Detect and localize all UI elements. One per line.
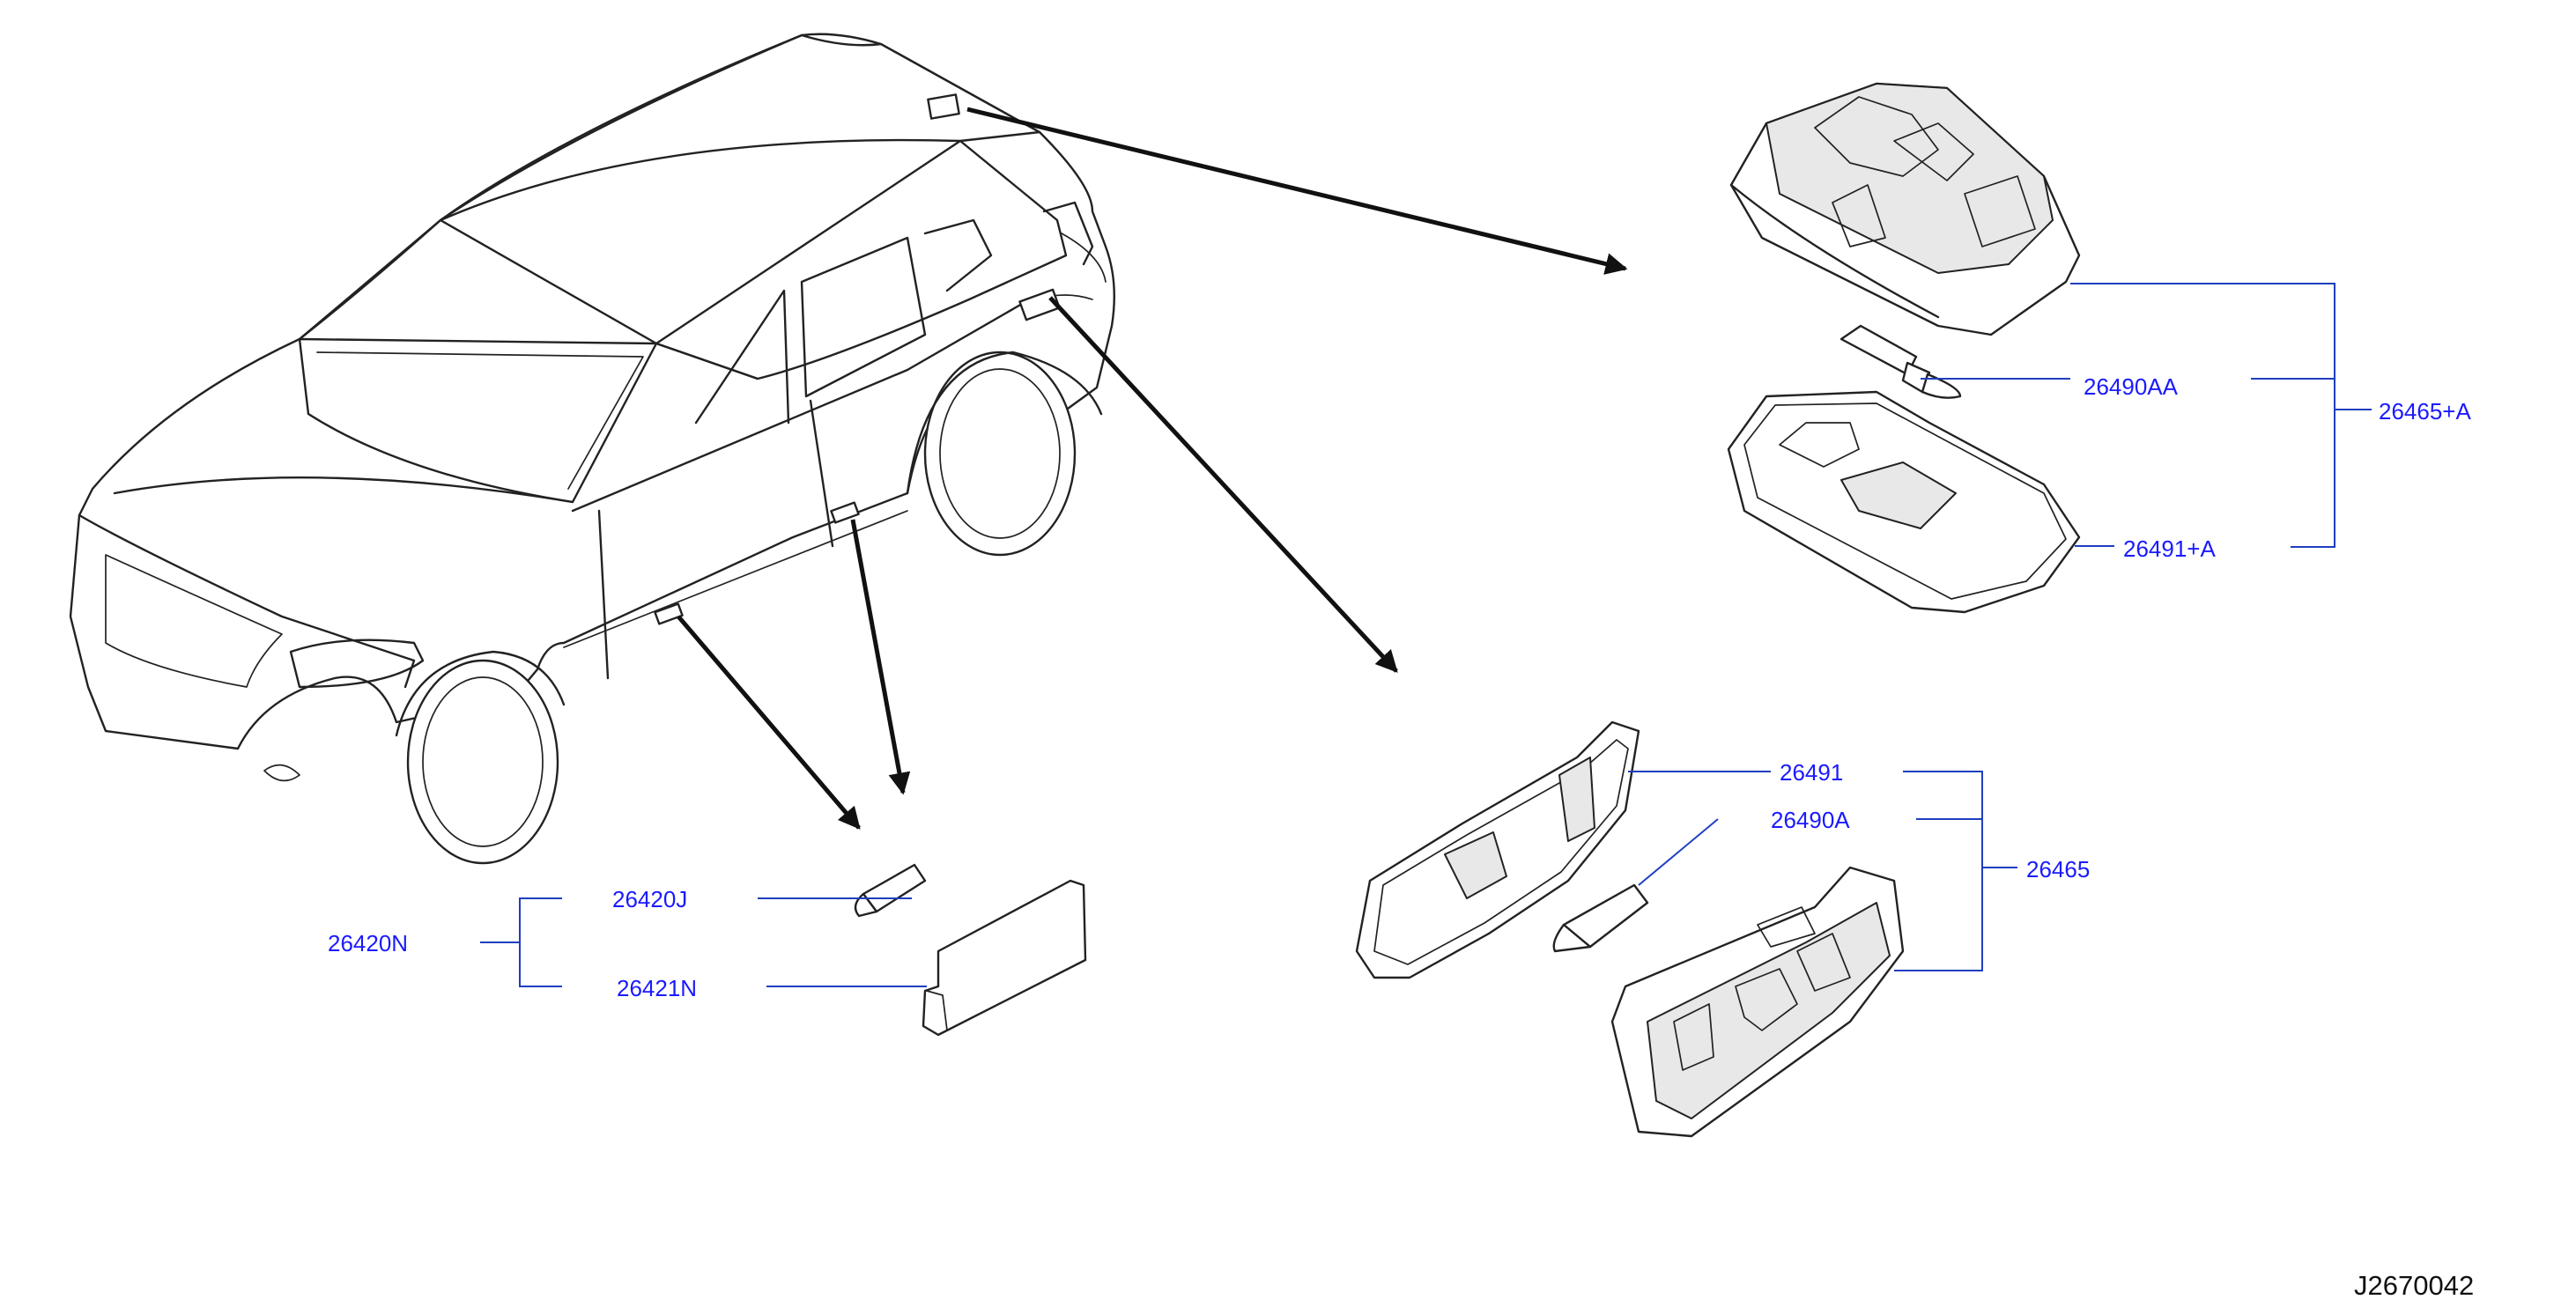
label-mid-lamp-assy: 26465 — [2026, 856, 2090, 882]
location-arrows — [677, 107, 1628, 830]
mid-bulb-drawing — [1552, 883, 1649, 953]
diagram-reference-code: J2670042 — [2354, 1270, 2474, 1301]
leader-lines — [480, 283, 2372, 987]
part-labels: 26490AA 26465+A 26491+A 26491 26490A 264… — [328, 373, 2474, 1301]
vehicle-illustration — [69, 33, 1115, 865]
mid-lamp-assembly-drawing — [1610, 866, 1905, 1138]
top-bulb-drawing — [1839, 324, 1962, 399]
label-step-bulb: 26420J — [612, 886, 687, 912]
label-top-bulb: 26490AA — [2084, 373, 2179, 400]
step-bulb-drawing — [854, 863, 927, 918]
arrow-to-step-lamp-front — [677, 615, 861, 830]
label-mid-bulb: 26490A — [1771, 807, 1850, 833]
arrow-to-mid-lamp — [1048, 296, 1398, 673]
label-top-lens: 26491+A — [2123, 535, 2216, 562]
top-lens-drawing — [1727, 390, 2081, 614]
step-lens-drawing — [922, 879, 1087, 1037]
arrow-to-top-lamp — [966, 107, 1628, 275]
label-step-lens: 26421N — [617, 975, 697, 1001]
label-step-lamp-assy: 26420N — [328, 930, 408, 956]
top-lamp-assembly-drawing — [1729, 82, 2081, 336]
label-top-lamp-assy: 26465+A — [2379, 398, 2471, 425]
arrow-to-step-lamp-rear — [850, 519, 911, 795]
label-mid-lens: 26491 — [1780, 759, 1843, 786]
